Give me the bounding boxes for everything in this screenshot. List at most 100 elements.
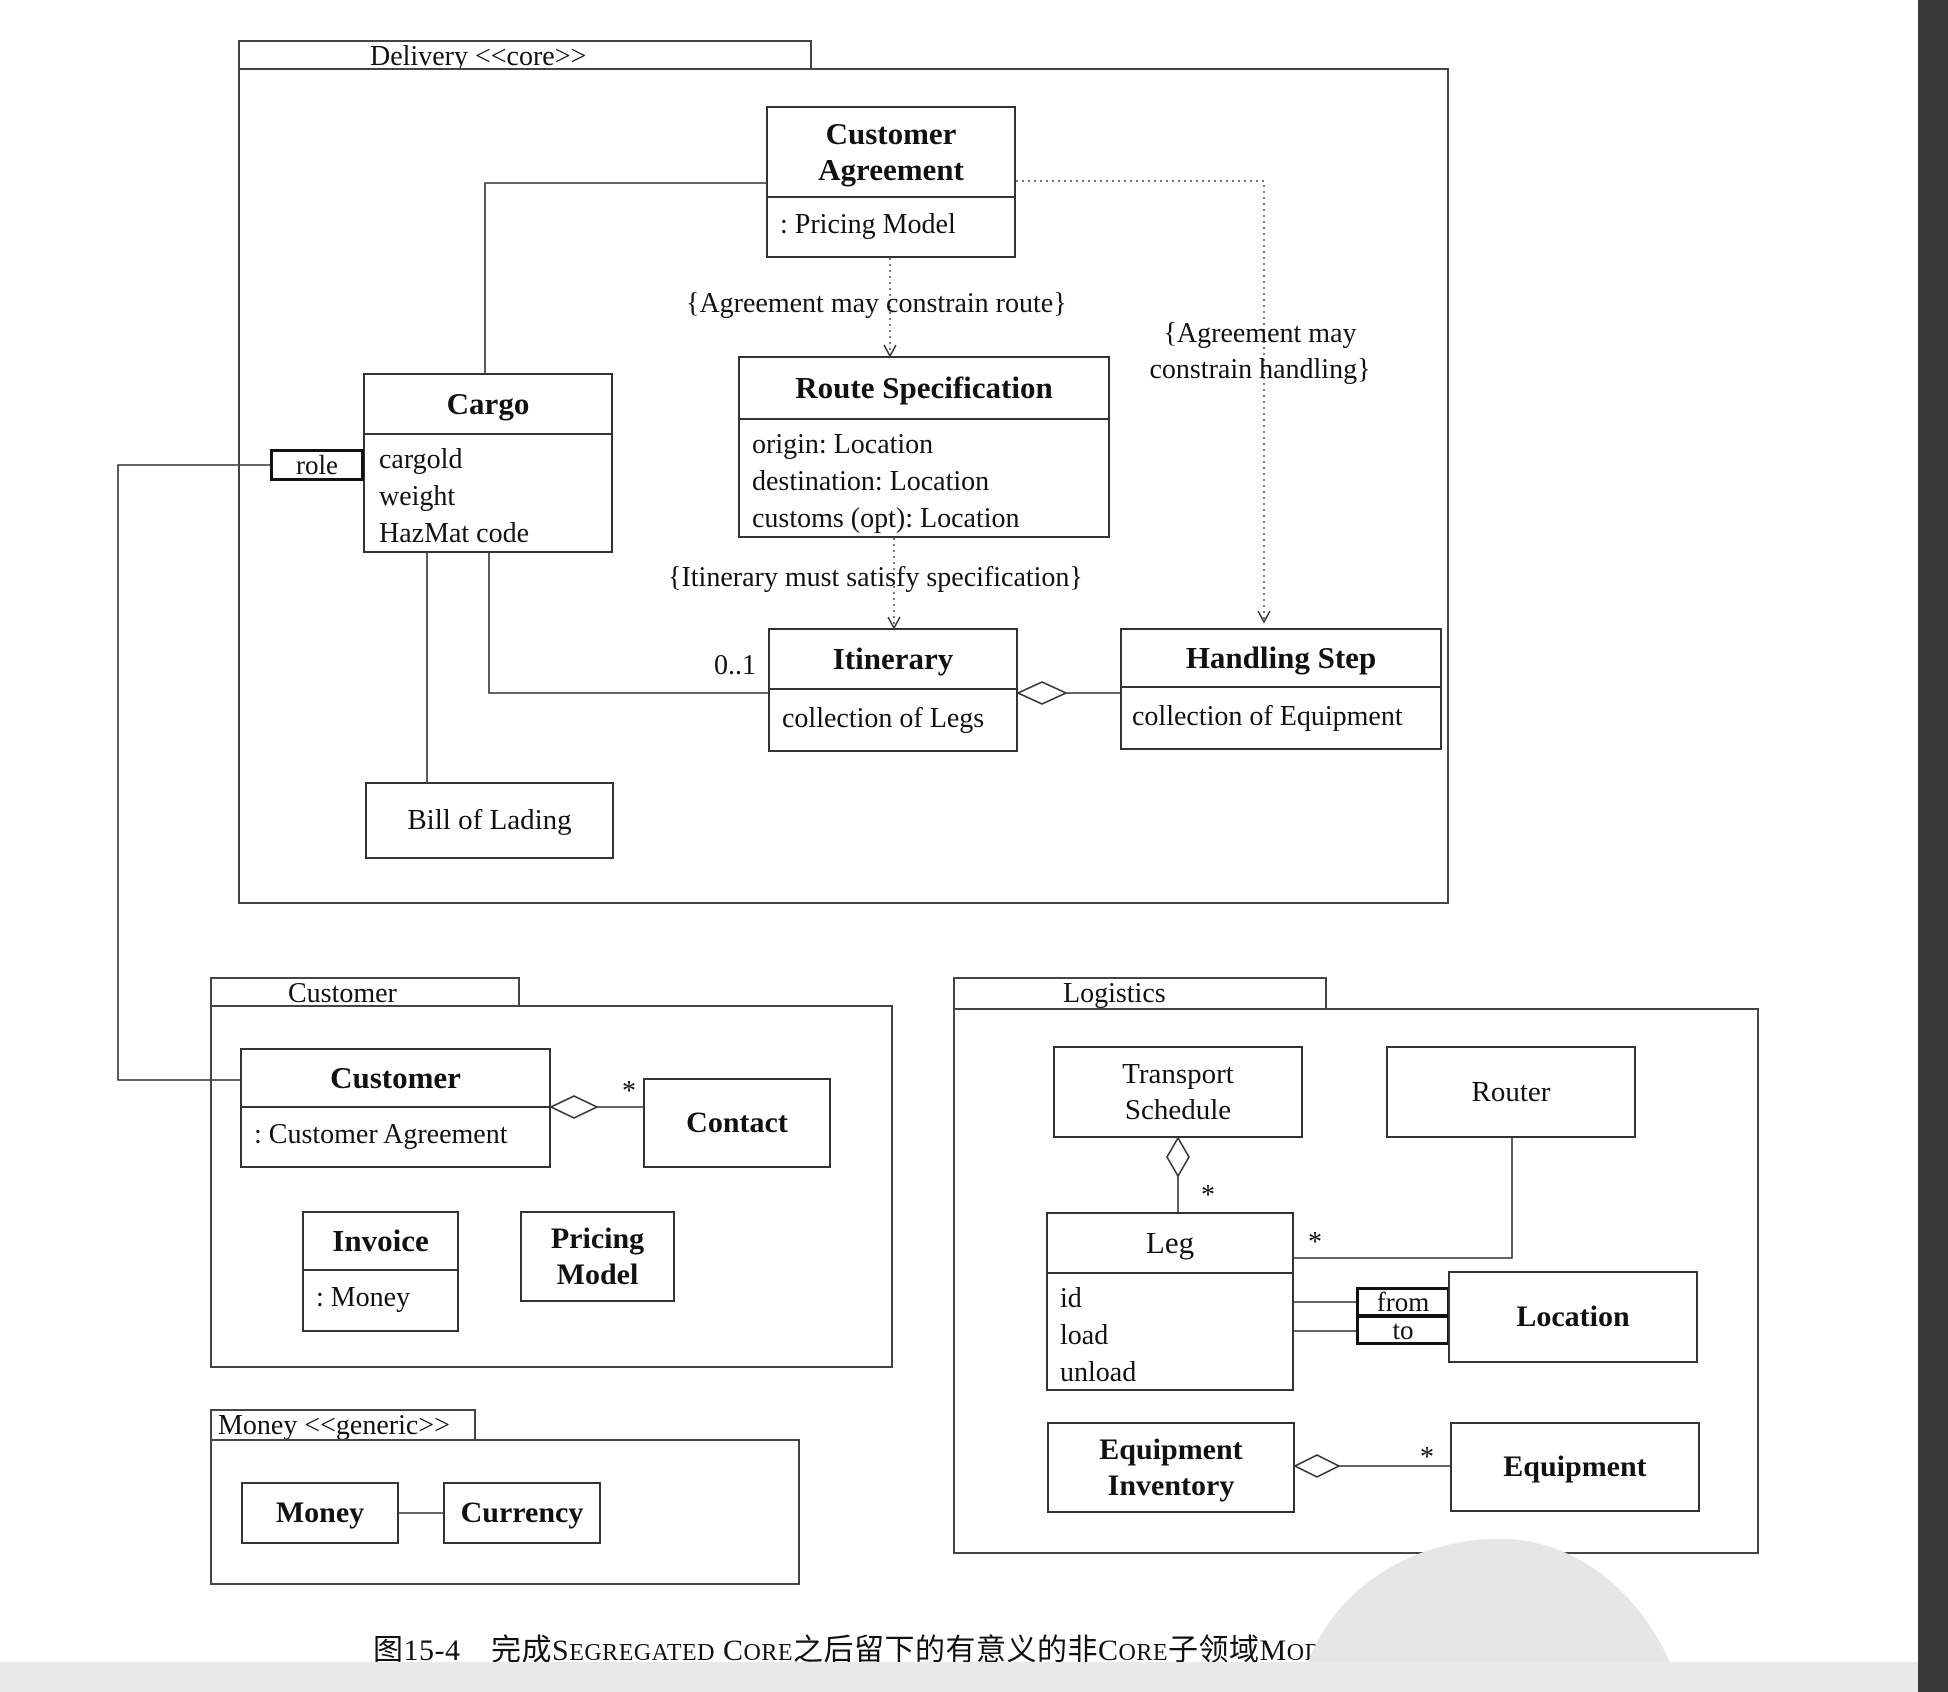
constraint-itinerary: {Itinerary must satisfy specification}	[668, 562, 1083, 593]
money-name: Money	[275, 1496, 365, 1529]
equipment-inventory-name-1: Equipment	[1099, 1432, 1243, 1466]
route-specification-class: Route Specification origin: Location des…	[738, 356, 1110, 538]
transport-schedule-class: Transport Schedule	[1053, 1046, 1303, 1138]
route-attr-customs: customs (opt): Location	[752, 503, 1020, 534]
cargo-attr-id: cargold	[379, 444, 463, 475]
agreement-handling-dependency	[1016, 180, 1271, 624]
cargo-attr-hazmat: HazMat code	[379, 518, 530, 549]
money-class: Money	[241, 1482, 399, 1544]
bill-of-lading-class: Bill of Lading	[365, 782, 614, 859]
delivery-package-tab: Delivery <<core>>	[238, 40, 812, 70]
itinerary-attr: collection of Legs	[782, 703, 985, 734]
leg-attr-unload: unload	[1060, 1357, 1137, 1388]
constraint-route: {Agreement may constrain route}	[686, 288, 1067, 319]
currency-name: Currency	[460, 1496, 584, 1529]
invoice-name: Invoice	[304, 1213, 457, 1271]
customer-agreement-attr: : Pricing Model	[780, 209, 956, 240]
location-from-qualifier: from	[1356, 1287, 1450, 1317]
logistics-package-tab: Logistics	[953, 977, 1327, 1009]
customer-aggregation-diamond	[549, 1095, 599, 1119]
watermark-shape	[1300, 1538, 1680, 1690]
customer-attr: : Customer Agreement	[254, 1119, 508, 1150]
handling-step-attr: collection of Equipment	[1132, 701, 1403, 732]
customer-package	[210, 1005, 893, 1368]
equipment-multiplicity: *	[1420, 1442, 1434, 1473]
handling-step-class: Handling Step collection of Equipment	[1120, 628, 1442, 750]
location-class: Location	[1448, 1271, 1698, 1363]
cargo-itinerary-line	[488, 553, 768, 694]
agreement-cargo-line	[484, 182, 766, 373]
cargo-role-qualifier: role	[270, 449, 364, 481]
customer-class: Customer : Customer Agreement	[240, 1048, 551, 1168]
caption-prefix: 图15-4 完成	[373, 1634, 552, 1667]
inventory-aggregation-diamond	[1293, 1454, 1341, 1478]
caption-mod: M	[1259, 1634, 1287, 1667]
invoice-attr: : Money	[316, 1282, 411, 1313]
leg-name: Leg	[1048, 1214, 1292, 1274]
constraint-handling-2: constrain handling}	[1149, 354, 1371, 385]
leg-class: Leg id load unload	[1046, 1212, 1294, 1391]
schedule-aggregation-diamond	[1166, 1136, 1190, 1178]
leg-schedule-multiplicity: *	[1201, 1180, 1215, 1211]
caption-mid2: 子领域	[1168, 1634, 1260, 1667]
equipment-inventory-class: Equipment Inventory	[1047, 1422, 1295, 1513]
caption-seg1: S	[552, 1634, 570, 1667]
caption-mid: 之后留下的有意义的非	[793, 1634, 1099, 1667]
route-attr-destination: destination: Location	[752, 466, 990, 497]
cargo-attr-weight: weight	[379, 481, 456, 512]
transport-schedule-name-1: Transport	[1122, 1058, 1234, 1090]
route-attr-origin: origin: Location	[752, 429, 934, 460]
caption-core: C	[1098, 1634, 1119, 1667]
figure-caption: 图15-4 完成SEGREGATED CORE之后留下的有意义的非CORE子领域…	[373, 1625, 1371, 1669]
customer-agreement-name-1: Customer	[825, 116, 957, 151]
handling-step-name: Handling Step	[1122, 630, 1440, 688]
transport-schedule-name-2: Schedule	[1124, 1094, 1232, 1126]
itinerary-multiplicity: 0..1	[714, 650, 756, 681]
equipment-inventory-name-2: Inventory	[1107, 1468, 1235, 1502]
customer-agreement-name-2: Agreement	[818, 152, 964, 187]
bill-of-lading-name: Bill of Lading	[407, 804, 572, 836]
right-scrollbar[interactable]	[1918, 0, 1948, 1692]
logistics-package	[953, 1008, 1759, 1554]
cargo-name: Cargo	[365, 375, 611, 435]
bottom-scroll-area	[0, 1662, 1918, 1692]
itinerary-name: Itinerary	[770, 630, 1016, 690]
contact-name: Contact	[686, 1106, 788, 1139]
customer-name: Customer	[242, 1050, 549, 1108]
cargo-class: Cargo cargold weight HazMat code	[363, 373, 613, 553]
leg-attr-load: load	[1060, 1320, 1109, 1351]
itinerary-class: Itinerary collection of Legs	[768, 628, 1018, 752]
router-leg-line	[1294, 1138, 1513, 1259]
location-to-qualifier: to	[1356, 1315, 1450, 1345]
router-name: Router	[1471, 1075, 1551, 1108]
money-package	[210, 1439, 800, 1585]
money-package-tab: Money <<generic>>	[210, 1409, 476, 1439]
constraint-handling-1: {Agreement may	[1163, 318, 1357, 349]
location-name: Location	[1516, 1300, 1630, 1333]
customer-agreement-class: Customer Agreement : Pricing Model	[766, 106, 1016, 258]
equipment-class: Equipment	[1450, 1422, 1700, 1512]
pricing-model-name-2: Model	[556, 1257, 639, 1291]
router-class: Router	[1386, 1046, 1636, 1138]
constraint-handling: {Agreement may constrain handling}	[1138, 316, 1382, 388]
pricing-model-name-1: Pricing	[550, 1221, 645, 1255]
contact-multiplicity: *	[622, 1076, 636, 1107]
pricing-model-class: Pricing Model	[520, 1211, 675, 1302]
itinerary-aggregation-diamond	[1016, 681, 1068, 705]
route-specification-name: Route Specification	[740, 358, 1108, 420]
caption-core-sc: ORE	[1118, 1640, 1169, 1666]
leg-router-multiplicity: *	[1308, 1227, 1322, 1258]
equipment-name: Equipment	[1503, 1450, 1647, 1483]
caption-seg1-sc: EGREGATED	[569, 1640, 716, 1666]
invoice-class: Invoice : Money	[302, 1211, 459, 1332]
customer-package-tab: Customer	[210, 977, 520, 1007]
cargo-customer-role-line	[117, 464, 270, 1081]
caption-seg2-sc: ORE	[743, 1640, 794, 1666]
contact-class: Contact	[643, 1078, 831, 1168]
caption-seg2: C	[715, 1634, 744, 1667]
leg-attr-id: id	[1060, 1283, 1082, 1314]
currency-class: Currency	[443, 1482, 601, 1544]
delivery-package	[238, 68, 1449, 904]
